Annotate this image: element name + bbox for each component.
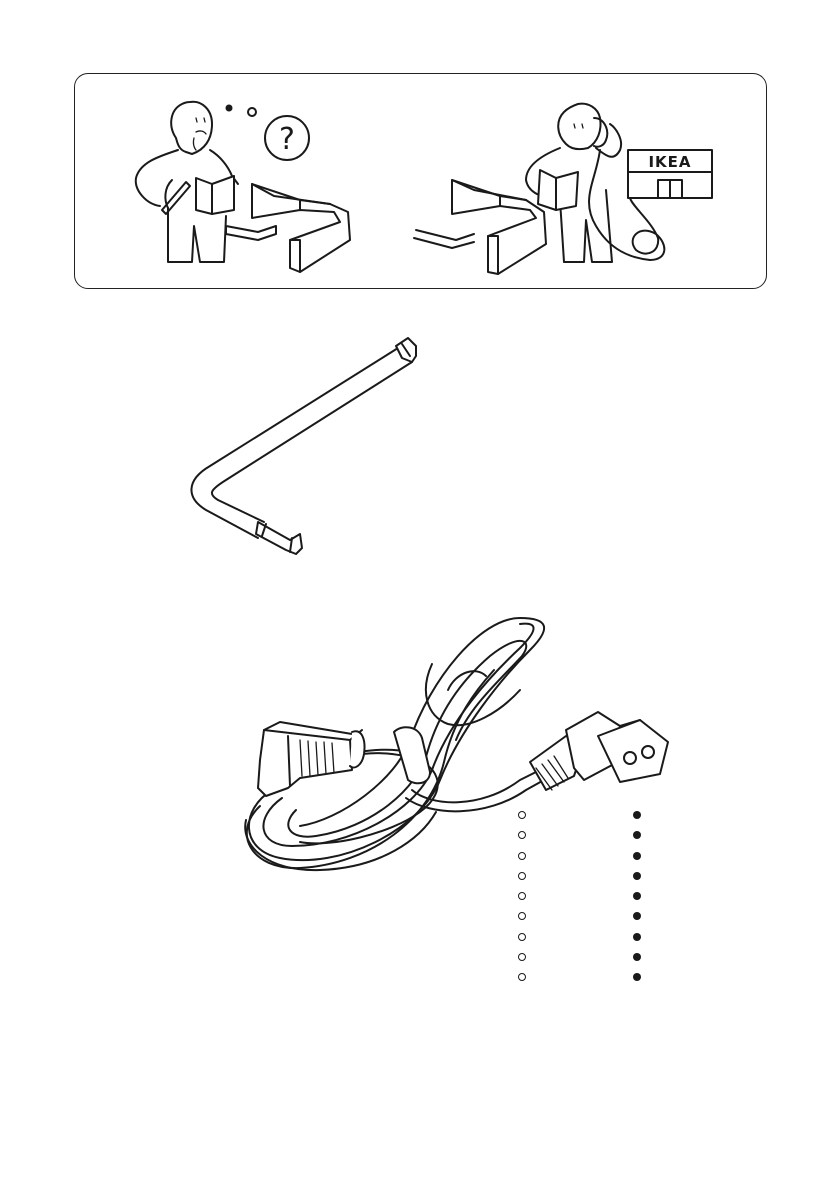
filled-dot [633,933,641,941]
filled-dot [633,872,641,880]
hollow-dot [518,852,526,860]
filled-dot [633,831,641,839]
filled-dot [633,811,641,819]
hollow-dot [518,872,526,880]
filled-dots-column [633,811,649,994]
filled-dot [633,892,641,900]
hollow-dot [518,892,526,900]
hollow-dots-column [518,811,534,994]
filled-dot [633,953,641,961]
hollow-dot [518,973,526,981]
hollow-dot [518,933,526,941]
hollow-dot [518,811,526,819]
hollow-dot [518,912,526,920]
hollow-dot [518,831,526,839]
hollow-dot [518,953,526,961]
filled-dot [633,852,641,860]
filled-dot [633,912,641,920]
filled-dot [633,973,641,981]
